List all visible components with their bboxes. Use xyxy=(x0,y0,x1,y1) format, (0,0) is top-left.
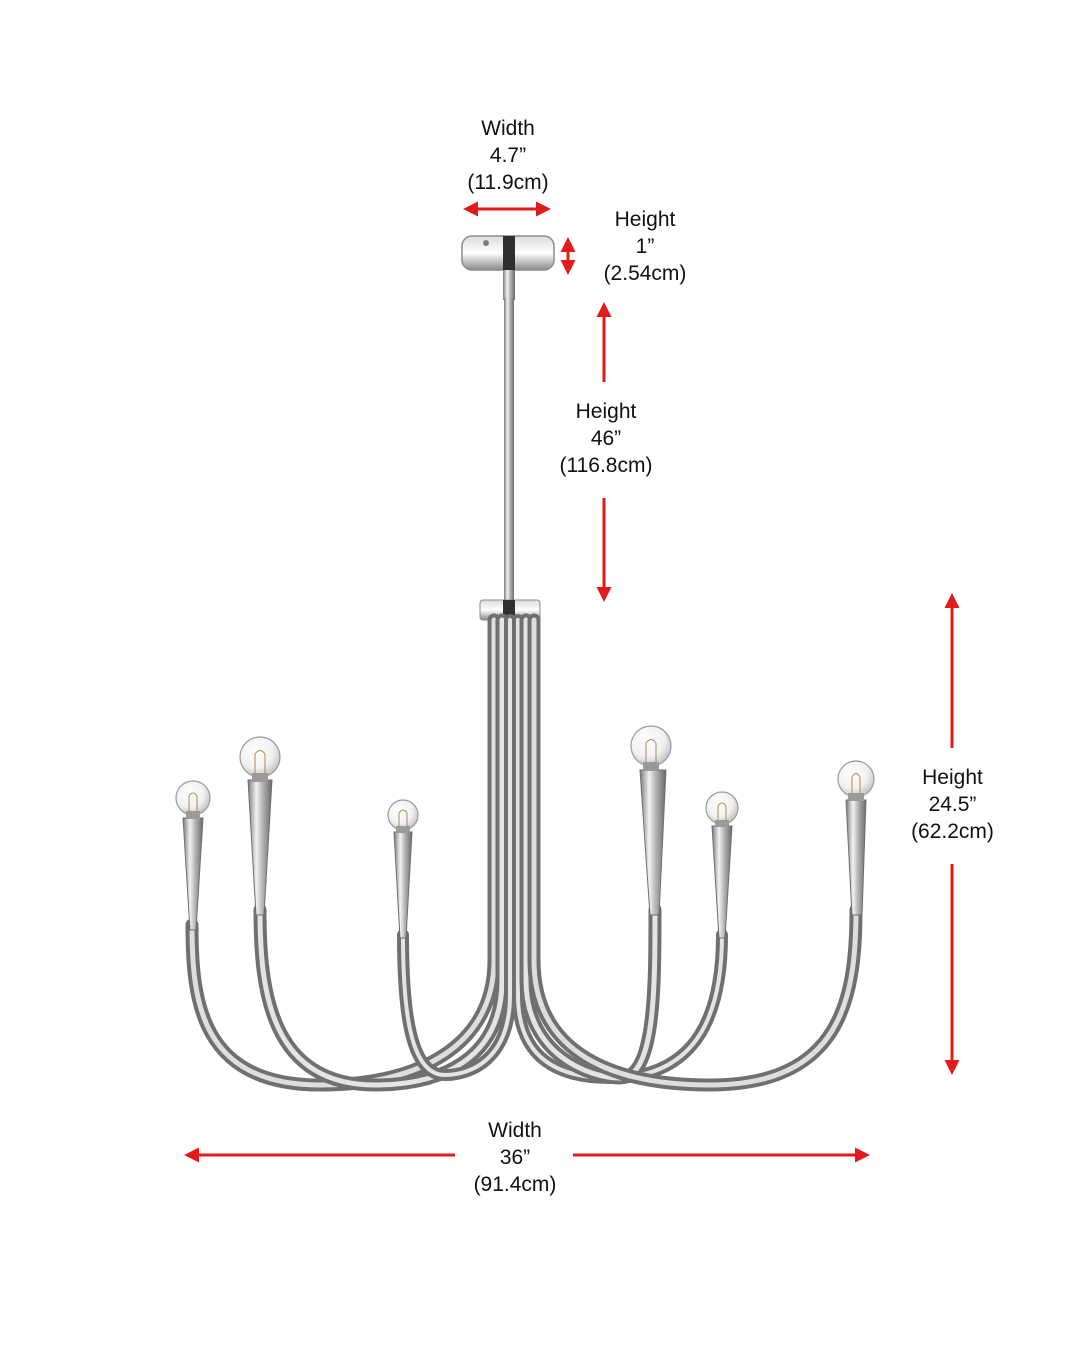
overall-width-imperial: 36” xyxy=(499,1146,531,1169)
canopy-height-title: Height xyxy=(614,208,676,231)
bulb-6-icon xyxy=(837,760,875,801)
chandelier-arms xyxy=(185,613,863,1092)
candle-cup-2 xyxy=(247,779,273,916)
arm-left-outer xyxy=(185,613,501,1092)
bulb-4-icon xyxy=(630,725,672,771)
overall-width-title: Width xyxy=(488,1119,542,1142)
bulb-5-icon xyxy=(705,791,739,827)
rod-height-metric: (116.8cm) xyxy=(559,454,653,477)
body-height-title: Height xyxy=(922,766,983,789)
candle-cups xyxy=(182,769,867,939)
arm-right-outer xyxy=(527,613,863,1092)
canopy-width-label: Width 4.7” (11.9cm) xyxy=(458,115,558,196)
light-bulbs xyxy=(175,725,875,833)
canopy-height-metric: (2.54cm) xyxy=(603,262,687,285)
bulb-1-icon xyxy=(175,780,211,819)
canopy-width-title: Width xyxy=(481,117,535,140)
candle-cup-6 xyxy=(845,799,867,916)
candle-cup-4 xyxy=(639,769,667,916)
canopy-width-metric: (11.9cm) xyxy=(467,171,549,194)
candle-cup-1 xyxy=(182,817,204,931)
body-height-imperial: 24.5” xyxy=(928,793,977,816)
bulb-2-icon xyxy=(239,736,281,782)
arm-left-middle xyxy=(253,613,509,1092)
rod-height-title: Height xyxy=(575,400,637,423)
arm-left-inner xyxy=(397,614,516,1082)
ceiling-canopy xyxy=(461,235,555,300)
body-height-label: Height 24.5” (62.2cm) xyxy=(895,764,1010,845)
bulb-3-icon xyxy=(387,799,419,833)
dimension-arrows xyxy=(184,201,960,1163)
candle-cup-5 xyxy=(711,825,733,939)
candle-cup-3 xyxy=(393,831,413,939)
canopy-width-imperial: 4.7” xyxy=(489,144,527,167)
overall-width-metric: (91.4cm) xyxy=(473,1173,557,1196)
rod-height-imperial: 46” xyxy=(590,427,622,450)
canopy-height-imperial: 1” xyxy=(635,235,655,258)
body-height-metric: (62.2cm) xyxy=(911,820,994,843)
overall-width-label: Width 36” (91.4cm) xyxy=(460,1117,570,1198)
canopy-height-label: Height 1” (2.54cm) xyxy=(590,206,700,287)
rod-height-label: Height 46” (116.8cm) xyxy=(546,398,666,479)
down-rod xyxy=(504,298,514,600)
